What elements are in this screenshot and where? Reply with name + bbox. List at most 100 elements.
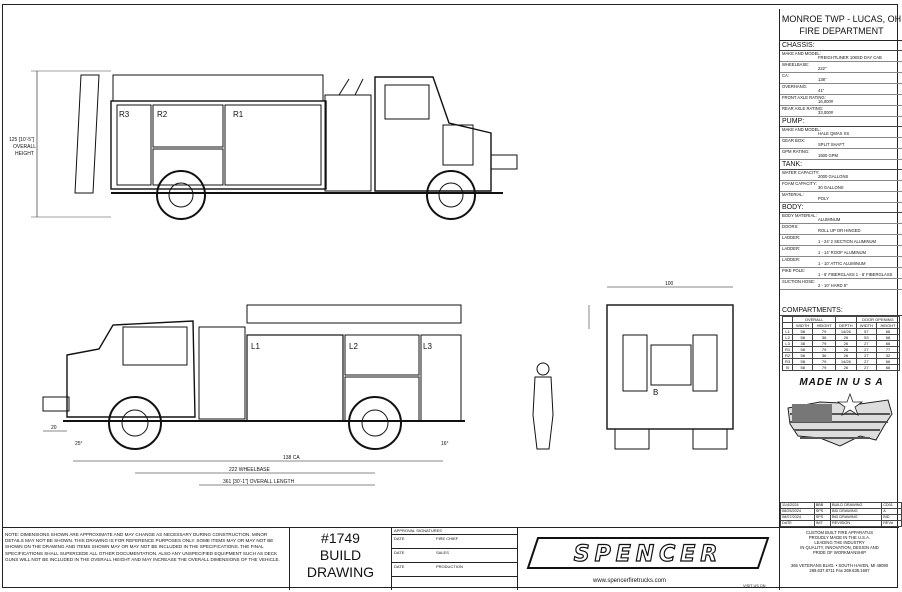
credit-line: PRIDE OF WORKMANSHIP xyxy=(812,550,867,555)
spencer-logo-icon: SPENCER xyxy=(526,537,770,569)
dim-angle-front: 25° xyxy=(75,441,83,447)
pump-heading: PUMP: xyxy=(780,117,902,127)
spec-value: 1 - 14' ROOF ALUMINUM xyxy=(818,250,867,255)
comp-label-l1: L1 xyxy=(251,342,260,351)
title-block: NOTE: DIMENSIONS SHOWN ARE APPROXIMATE A… xyxy=(3,527,899,590)
spec-label: WATER CAPACITY: xyxy=(782,170,820,175)
visit-label: VISIT US ON xyxy=(743,584,766,588)
spec-row: DOORS:ROLL UP OR HINGED xyxy=(780,224,902,235)
spec-row: MATERIAL: POLY xyxy=(780,192,902,203)
spec-row: LADDER:1 - 10' ATTIC ALUMINUM xyxy=(780,257,902,268)
dim-wheelbase: 222 WHEELBASE xyxy=(229,467,271,473)
tank-heading: TANK: xyxy=(780,160,902,170)
group-door: DOOR OPENING xyxy=(855,316,901,323)
website-link[interactable]: www.spencerfiretrucks.com xyxy=(593,578,667,584)
spec-label: FOAM CAPACITY: xyxy=(782,181,817,186)
spencer-logo: SPENCER xyxy=(517,528,780,590)
approval-role: FIRE CHIEF xyxy=(436,536,459,541)
spec-label: PIKE POLE: xyxy=(782,268,806,273)
approval-role: SALES xyxy=(436,550,449,555)
spec-row: BODY MATERIAL:ALUMINUM xyxy=(780,213,902,224)
approval-role: PRODUCTION xyxy=(436,564,463,569)
spec-row: PIKE POLE: 1 - 6' FIBERGLASS 1 - 6' FIBER… xyxy=(780,268,902,279)
spec-value: SPLIT SHAFT xyxy=(818,142,845,147)
spec-row: CA: 138" xyxy=(780,73,902,84)
dim-ca: 138 CA xyxy=(283,455,300,461)
spec-value: 16,000# xyxy=(818,99,834,104)
spec-label: OVERHANG: xyxy=(782,84,808,89)
dept-title-line2: FIRE DEPARTMENT xyxy=(799,26,884,36)
comp-label-b: B xyxy=(653,388,658,397)
spec-value: 222" xyxy=(818,66,827,71)
credit-line: LEADING THE INDUSTRY xyxy=(814,540,865,545)
spec-row: LADDER: 1 - 24' 2 SECTION ALUMINUM xyxy=(780,235,902,246)
spec-value: 138" xyxy=(818,77,827,82)
spec-value: ROLL UP OR HINGED xyxy=(818,228,861,233)
dim-height: 125 [10'-5"] xyxy=(9,137,35,143)
spec-value: 1 - 10' ATTIC ALUMINUM xyxy=(818,261,866,266)
approval-date: DATE xyxy=(394,536,405,541)
spec-value: 30 GALLONS xyxy=(818,185,844,190)
table-cell: 66 xyxy=(876,364,900,371)
approval-row: DATE FIRE CHIEF xyxy=(392,535,518,549)
credit-phone: 269.637.8711 Fax 269.635.1697 xyxy=(809,568,870,573)
comp-label-l3: L3 xyxy=(423,342,432,351)
person-figure xyxy=(532,362,554,450)
approvals-heading: APPROVAL SIGNATURES xyxy=(392,528,518,535)
drawing-number-box: #1749 BUILD DRAWING xyxy=(289,528,391,590)
drawing-line2: BUILD xyxy=(319,547,362,563)
compartments-table: OVERALL DOOR OPENING WIDTH HEIGHT DEPTH … xyxy=(781,316,901,371)
spec-label: WHEELBASE: xyxy=(782,62,810,67)
revision-cell: INIT xyxy=(813,520,831,527)
spec-row: FOAM CAPACITY:30 GALLONS xyxy=(780,181,902,192)
dim-height-label1: OVERALL xyxy=(13,144,36,150)
dim-height-label2: HEIGHT xyxy=(15,151,34,157)
table-cell: 58 xyxy=(792,364,814,371)
spec-row: MAKE AND MODEL:FREIGHTLINER 108SD DAY CA… xyxy=(780,51,902,62)
table-cell: B xyxy=(781,364,794,371)
spec-row: WHEELBASE: 222" xyxy=(780,62,902,73)
credit-line: IN QUALITY, INNOVATION, DESIGN AND xyxy=(800,545,879,550)
spec-label: MATERIAL: xyxy=(782,192,804,197)
spec-label: SUCTION HOSE: xyxy=(782,279,816,284)
spec-label: FRONT AXLE RATING: xyxy=(782,95,826,100)
made-in-usa: MADE IN U S A xyxy=(799,377,884,388)
approval-row: DATE SALES xyxy=(392,549,518,563)
comp-label-r3: R3 xyxy=(119,110,130,119)
spec-value: POLY xyxy=(818,196,829,201)
revision-cell: DATE xyxy=(780,520,815,527)
dim-front: 20 xyxy=(51,425,57,431)
spec-label: LADDER: xyxy=(782,246,801,251)
spec-row: FRONT AXLE RATING:16,000# xyxy=(780,95,902,106)
comp-label-r2: R2 xyxy=(157,110,168,119)
spec-value: 1 - 24' 2 SECTION ALUMINUM xyxy=(818,239,877,244)
spec-label: LADDER: xyxy=(782,235,801,240)
comp-label-r1: R1 xyxy=(233,110,244,119)
spec-value: 41" xyxy=(818,88,825,93)
revision-cell: REVISION xyxy=(829,520,883,527)
spec-value: 2000 GALLONS xyxy=(818,174,849,179)
credit-line: CUSTOM BUILT FIRE APPARATUS xyxy=(805,530,874,535)
logo-text: SPENCER xyxy=(574,542,723,567)
spec-label: REAR AXLE RATING: xyxy=(782,106,824,111)
spec-label: MAKE AND MODEL: xyxy=(782,127,821,132)
credit-address: 365 VETERANS BLVD. • SOUTH HAVEN, MI 490… xyxy=(790,563,889,568)
spec-label: GPM RATING: xyxy=(782,149,810,154)
spec-value: 1 - 6' FIBERGLASS 1 - 6' FIBERGLASS xyxy=(818,272,893,277)
approval-date: DATE xyxy=(394,550,405,555)
comp-label-l2: L2 xyxy=(349,342,358,351)
spec-row: WATER CAPACITY:2000 GALLONS xyxy=(780,170,902,181)
right-side-view xyxy=(31,70,518,220)
company-credit: CUSTOM BUILT FIRE APPARATUS PROUDLY MADE… xyxy=(779,528,899,590)
dept-title: MONROE TWP - LUCAS, OH FIRE DEPARTMENT xyxy=(780,9,902,41)
spec-label: CA: xyxy=(782,73,789,78)
drawing-number: #1749 xyxy=(321,530,360,546)
notes-text: NOTE: DIMENSIONS SHOWN ARE APPROXIMATE A… xyxy=(5,532,280,562)
chassis-heading: CHASSIS: xyxy=(780,41,902,51)
